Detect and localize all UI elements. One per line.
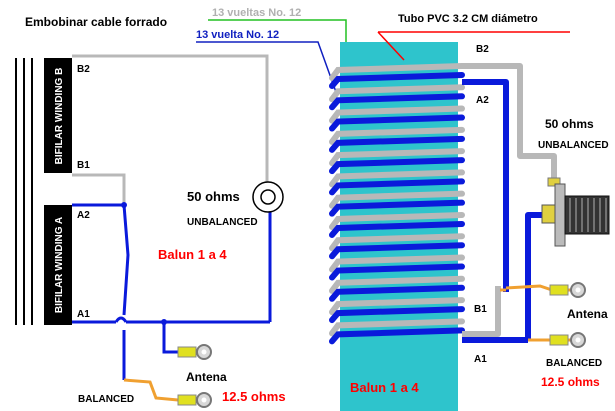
tubo-label: Tubo PVC 3.2 CM diámetro [398, 13, 538, 25]
a1-left-label: A1 [77, 309, 90, 320]
b2-right-label: B2 [476, 44, 489, 55]
a1-right-label: A1 [474, 354, 487, 365]
coil-turn-blue [329, 157, 465, 175]
blue-leader-line [196, 41, 337, 93]
ohms50-right-label: 50 ohms [545, 117, 594, 131]
coil-turn-blue [329, 327, 465, 345]
coil-turn-gray [329, 169, 465, 188]
coil-turn-blue [329, 114, 465, 132]
unbalanced-right-label: UNBALANCED [538, 140, 609, 151]
coil-turn-blue [329, 284, 465, 302]
ohms125-left-label: 12.5 ohms [222, 389, 286, 404]
coil-turn-blue [329, 72, 465, 89]
so239-connector-icon [541, 177, 610, 247]
coil-turn-blue [329, 263, 465, 281]
coil-turn-blue [329, 178, 465, 196]
wire-shield-right [525, 212, 542, 340]
coil-turn-gray [329, 148, 465, 167]
coil-turn-gray [329, 105, 465, 124]
a2-right-label: A2 [476, 95, 489, 106]
wire-a2-right [462, 79, 509, 292]
antena-left-label: Antena [186, 370, 227, 384]
ring-terminal-icon [549, 332, 586, 348]
wire-b2-left [72, 54, 269, 192]
ohms50-left-label: 50 ohms [187, 189, 240, 204]
red-leader-line [377, 31, 405, 61]
coil-turn-blue [329, 135, 465, 153]
ring-terminal-icon [549, 282, 586, 298]
b1-left-label: B1 [77, 160, 90, 171]
wire-b1-left [72, 173, 126, 205]
coil-turn-blue [329, 199, 465, 217]
winding-b-label: BIFILAR WINDING B [54, 68, 65, 165]
b1-right-label: B1 [474, 304, 487, 315]
coax-connector-icon [252, 181, 284, 213]
junction-dot [121, 202, 127, 208]
orange-wiring-left [123, 378, 179, 402]
coil-turn-gray [329, 297, 465, 316]
ring-terminal-icon [177, 392, 212, 408]
unbalanced-left-label: UNBALANCED [187, 217, 258, 228]
green-leader-line [208, 19, 347, 42]
coil-turn-gray [329, 126, 465, 145]
coil-turn-blue [329, 306, 465, 324]
ohms125-right-label: 12.5 ohms [541, 375, 600, 389]
antena-right-label: Antena [567, 307, 608, 321]
coil-turn-gray [329, 84, 465, 103]
ring-terminal-icon [177, 344, 212, 360]
bifilar-coil [329, 63, 465, 345]
coil-turn-gray [329, 63, 465, 81]
vueltas-gray-label: 13 vueltas No. 12 [212, 7, 301, 19]
balun-left-label: Balun 1 a 4 [158, 247, 227, 262]
balun-right-label: Balun 1 a 4 [350, 380, 419, 395]
coil-turn-blue [329, 220, 465, 238]
vueltas-blue-label: 13 vuelta No. 12 [196, 29, 279, 41]
balanced-left-label: BALANCED [78, 394, 134, 405]
embobinar-label: Embobinar cable forrado [25, 15, 167, 29]
a2-left-label: A2 [77, 210, 90, 221]
junction-dot [161, 319, 167, 325]
coil-turn-gray [329, 275, 465, 294]
winding-a-block [44, 205, 72, 325]
balanced-right-label: BALANCED [546, 358, 602, 369]
winding-b-block [44, 58, 72, 173]
b2-left-label: B2 [77, 64, 90, 75]
coil-turn-gray [329, 190, 465, 209]
winding-a-label: BIFILAR WINDING A [54, 217, 65, 313]
coil-turn-blue [329, 242, 465, 260]
coil-turn-gray [329, 318, 465, 337]
transformer-core [15, 58, 33, 325]
wire-b2-right [462, 63, 557, 178]
blue-wiring-left [72, 203, 272, 380]
coil-turn-blue [329, 93, 465, 111]
coil-turn-gray [329, 233, 465, 252]
wire-b1-right [462, 286, 501, 337]
coil-turn-gray [329, 211, 465, 230]
coil-turn-gray [329, 254, 465, 273]
